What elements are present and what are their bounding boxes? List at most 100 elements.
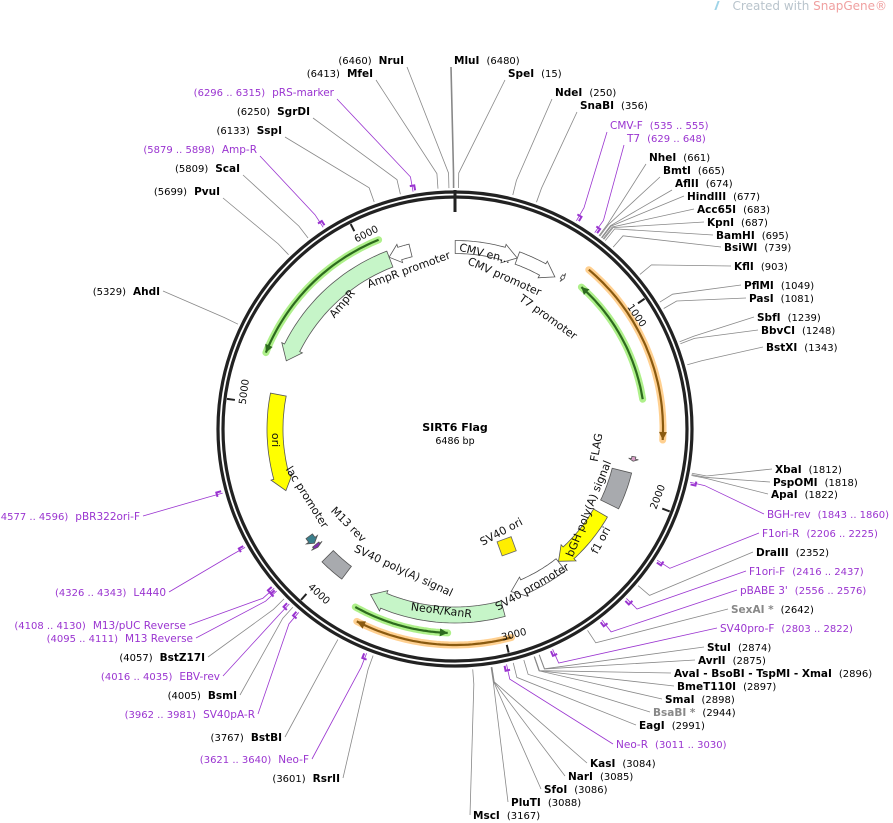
feature-label-m13-rev: M13 rev [328, 504, 369, 545]
primer-label[interactable]: (3621 .. 3640)Neo-F [200, 754, 309, 766]
enzyme-site-label[interactable]: BsaBI *(2944) [653, 707, 736, 719]
feature-flag[interactable] [628, 455, 639, 462]
primer-label[interactable]: pBABE 3'(2556 .. 2576) [740, 585, 866, 597]
primer-label[interactable]: (4016 .. 4035)EBV-rev [101, 671, 220, 683]
enzyme-site-label[interactable]: SbfI(1239) [757, 312, 821, 324]
enzyme-site-label[interactable]: (6250)SgrDI [237, 106, 310, 118]
enzyme-site-label[interactable]: Acc65I(683) [697, 204, 770, 216]
enzyme-site-label[interactable]: BbvCI(1248) [761, 325, 835, 337]
primer-label[interactable]: F1ori-R(2206 .. 2225) [762, 528, 878, 540]
enzyme-site-label[interactable]: PluTI(3088) [511, 797, 581, 809]
primer-label[interactable]: (3962 .. 3981)SV40pA-R [125, 709, 255, 721]
orf-arc[interactable] [356, 620, 512, 647]
feature-neor-kanr[interactable] [369, 590, 506, 624]
primer-label[interactable]: (4326 .. 4343)L4440 [55, 587, 166, 599]
enzyme-site-label[interactable]: SpeI(15) [508, 68, 562, 80]
primer-label[interactable]: SV40pro-F(2803 .. 2822) [720, 623, 853, 635]
paren-open: ( [143, 145, 147, 156]
feature-cmv-promoter[interactable] [514, 251, 556, 279]
enzyme-site-label[interactable]: SfoI(3086) [544, 784, 608, 796]
enzyme-site-label[interactable]: (6460)NruI [338, 55, 404, 67]
site-name: M13/pUC Reverse [93, 620, 186, 632]
feature-m13-rev[interactable] [311, 540, 323, 551]
primer-label[interactable]: (6296 .. 6315)pRS-marker [194, 87, 335, 99]
feature-sv40-poly-a-signal[interactable] [321, 550, 352, 580]
orf-arc[interactable] [580, 286, 644, 400]
enzyme-site-label[interactable]: MscI(3167) [473, 810, 540, 822]
orf-arc[interactable] [354, 606, 448, 634]
paren-open: ( [507, 811, 511, 822]
primer-label[interactable]: F1ori-F(2416 .. 2437) [749, 566, 864, 578]
enzyme-site-label[interactable]: (5699)PvuI [154, 186, 220, 198]
primer-leader-line [259, 155, 324, 228]
primer-label[interactable]: (4095 .. 4111)M13 Reverse [47, 633, 193, 645]
enzyme-site-label[interactable]: XbaI(1812) [775, 464, 842, 476]
paren-open: ( [806, 529, 810, 540]
enzyme-site-label[interactable]: StuI(2874) [707, 642, 771, 654]
watermark-prefix: Created with [732, 0, 814, 13]
primer-label[interactable]: (4577 .. 4596)pBR322ori-F [0, 511, 140, 523]
paren-close: ) [261, 88, 265, 99]
enzyme-site-label[interactable]: DraIII(2352) [756, 547, 829, 559]
enzyme-site-label[interactable]: PflMI(1049) [744, 280, 814, 292]
enzyme-site-label[interactable]: BstXI(1343) [766, 342, 838, 354]
enzyme-site-label[interactable]: NdeI(250) [555, 87, 616, 99]
site-name: NheI [649, 152, 676, 164]
primer-label[interactable]: (4108 .. 4130)M13/pUC Reverse [14, 620, 186, 632]
enzyme-site-label[interactable]: (3601)RsrII [272, 773, 340, 785]
enzyme-site-label[interactable]: KflI(903) [734, 261, 788, 273]
enzyme-site-label[interactable]: NarI(3085) [568, 771, 633, 783]
enzyme-site-label[interactable]: AvrII(2875) [698, 655, 766, 667]
site-location: 661 [687, 153, 706, 164]
enzyme-site-label[interactable]: (5329)AhdI [93, 286, 160, 298]
feature-ampr-promoter[interactable] [388, 243, 413, 264]
primer-label[interactable]: BGH-rev(1843 .. 1860) [767, 509, 889, 521]
feature-ampr[interactable] [281, 250, 394, 362]
feature-cmv-en-[interactable] [454, 240, 518, 264]
feature-t7-promoter[interactable] [559, 273, 567, 282]
feature-f1-ori[interactable] [558, 508, 608, 562]
enzyme-site-label[interactable]: BsiWI(739) [724, 242, 791, 254]
enzyme-site-label[interactable]: KpnI(687) [707, 217, 768, 229]
feature-ori[interactable] [266, 392, 293, 492]
site-leader-line [603, 221, 705, 240]
feature-lac-promoter[interactable] [304, 533, 319, 545]
enzyme-site-label[interactable]: PspOMI(1818) [773, 477, 858, 489]
paren-close: ) [204, 164, 208, 175]
primer-label[interactable]: CMV-F(535 .. 555) [610, 120, 709, 132]
enzyme-site-label[interactable]: MluI(6480) [454, 55, 520, 67]
enzyme-site-label[interactable]: (6413)MfeI [307, 68, 373, 80]
enzyme-site-label[interactable]: (4005)BsmI [168, 690, 237, 702]
enzyme-site-label[interactable]: AflII(674) [675, 178, 733, 190]
orf-arc[interactable] [264, 238, 380, 354]
enzyme-site-label[interactable]: KasI(3084) [590, 758, 656, 770]
enzyme-site-label[interactable]: EagI(2991) [639, 720, 705, 732]
orf-arc[interactable] [588, 268, 665, 441]
site-leader-line [691, 468, 773, 477]
paren-close: ) [114, 634, 118, 645]
enzyme-site-label[interactable]: NheI(661) [649, 152, 710, 164]
paren-open: ( [101, 672, 105, 683]
enzyme-site-label[interactable]: (6133)SspI [216, 125, 282, 137]
enzyme-site-label[interactable]: HindIII(677) [687, 191, 760, 203]
enzyme-site-label[interactable]: (5809)ScaI [175, 163, 240, 175]
enzyme-site-label[interactable]: SmaI(2898) [665, 694, 735, 706]
enzyme-site-label[interactable]: ApaI(1822) [771, 489, 838, 501]
enzyme-site-label[interactable]: PasI(1081) [749, 293, 814, 305]
primer-label[interactable]: T7(629 .. 648) [626, 133, 706, 145]
enzyme-site-label[interactable]: (4057)BstZ17I [119, 652, 205, 664]
enzyme-site-label[interactable]: BmtI(665) [663, 165, 725, 177]
enzyme-site-label[interactable]: SexAI *(2642) [731, 604, 814, 616]
feature-sv40-promoter[interactable] [510, 558, 566, 597]
site-leader-line [222, 197, 289, 255]
enzyme-site-label[interactable]: BmeT110I(2897) [677, 681, 776, 693]
enzyme-site-label[interactable]: AvaI - BsoBI - TspMI - XmaI(2896) [674, 668, 872, 680]
primer-label[interactable]: Neo-R(3011 .. 3030) [616, 739, 727, 751]
enzyme-site-label[interactable]: BamHI(695) [716, 230, 789, 242]
enzyme-site-label[interactable]: SnaBI(356) [580, 100, 648, 112]
feature-bgh-poly-a-signal[interactable] [600, 467, 633, 510]
primer-binding-mark [215, 490, 222, 498]
site-location: 5809 [179, 164, 204, 175]
enzyme-site-label[interactable]: (3767)BstBI [211, 732, 282, 744]
primer-label[interactable]: (5879 .. 5898)Amp-R [143, 144, 257, 156]
